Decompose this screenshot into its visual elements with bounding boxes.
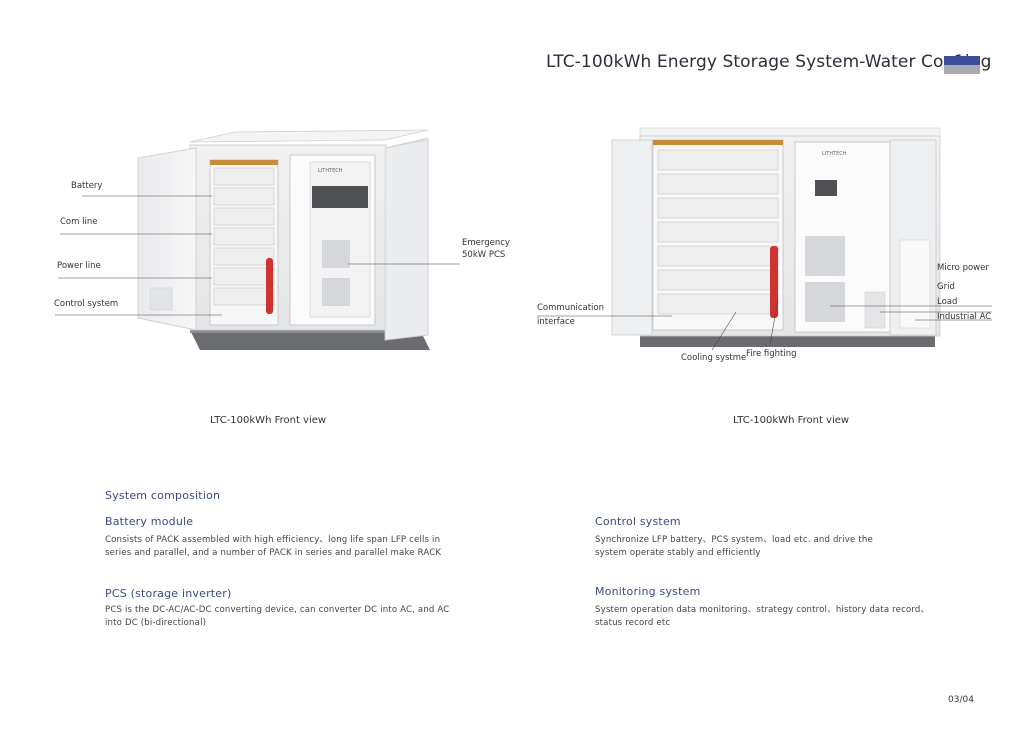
label-battery: Battery <box>71 181 103 191</box>
flag-gray-bar <box>944 65 980 74</box>
battery-module-title: Battery module <box>105 515 194 528</box>
brand-logo-right: LITHTECH <box>822 151 847 157</box>
monitoring-system-line-2: status record etc <box>595 618 671 628</box>
label-communication-2: interface <box>537 317 575 327</box>
control-system-title: Control system <box>595 515 681 528</box>
label-grid: Grid <box>937 282 955 292</box>
left-callout-lines <box>55 195 460 316</box>
control-system-line-1: Synchronize LFP battery、PCS system、load … <box>595 535 873 545</box>
brand-logo-left: LITHTECH <box>318 168 343 174</box>
label-fire-fighting: Fire fighting <box>746 349 797 359</box>
battery-module-line-2: series and parallel, and a number of PAC… <box>105 548 442 558</box>
right-callout-lines <box>537 299 992 351</box>
right-figure-caption: LTC-100kWh Front view <box>733 415 850 426</box>
label-micro-power: Micro power <box>937 263 989 273</box>
label-power-line: Power line <box>57 261 101 271</box>
label-communication-1: Communication <box>537 303 604 313</box>
label-load: Load <box>937 297 958 307</box>
control-system-line-2: system operate stably and efficiently <box>595 548 761 558</box>
monitoring-system-line-1: System operation data monitoring、strateg… <box>595 605 930 615</box>
pcs-line-1: PCS is the DC-AC/AC-DC converting device… <box>105 605 450 615</box>
label-industrial-ac: Industrial AC <box>937 312 992 322</box>
label-emergency-2: 50kW PCS <box>462 250 506 260</box>
left-figure-caption: LTC-100kWh Front view <box>210 415 327 426</box>
page-title: LTC-100kWh Energy Storage System-Water C… <box>546 52 992 72</box>
pcs-title: PCS (storage inverter) <box>105 587 232 600</box>
right-cabinet <box>611 127 941 347</box>
label-emergency-1: Emergency <box>462 238 510 248</box>
label-control-system: Control system <box>54 299 119 309</box>
flag-blue-bar <box>944 56 980 65</box>
page-number: 03/04 <box>948 695 974 705</box>
composition-heading: System composition <box>105 489 221 502</box>
battery-module-text: Consists of PACK assembled with high eff… <box>105 534 505 560</box>
label-com-line: Com line <box>60 217 98 227</box>
monitoring-system-text: System operation data monitoring、strateg… <box>595 604 985 630</box>
monitoring-system-title: Monitoring system <box>595 585 701 598</box>
pcs-line-2: into DC (bi-directional) <box>105 618 207 628</box>
left-cabinet <box>137 129 430 350</box>
label-cooling-system: Cooling systme <box>681 353 747 363</box>
control-system-text: Synchronize LFP battery、PCS system、load … <box>595 534 985 560</box>
battery-module-line-1: Consists of PACK assembled with high eff… <box>105 535 441 545</box>
accent-flag <box>944 56 980 74</box>
pcs-text: PCS is the DC-AC/AC-DC converting device… <box>105 604 505 630</box>
